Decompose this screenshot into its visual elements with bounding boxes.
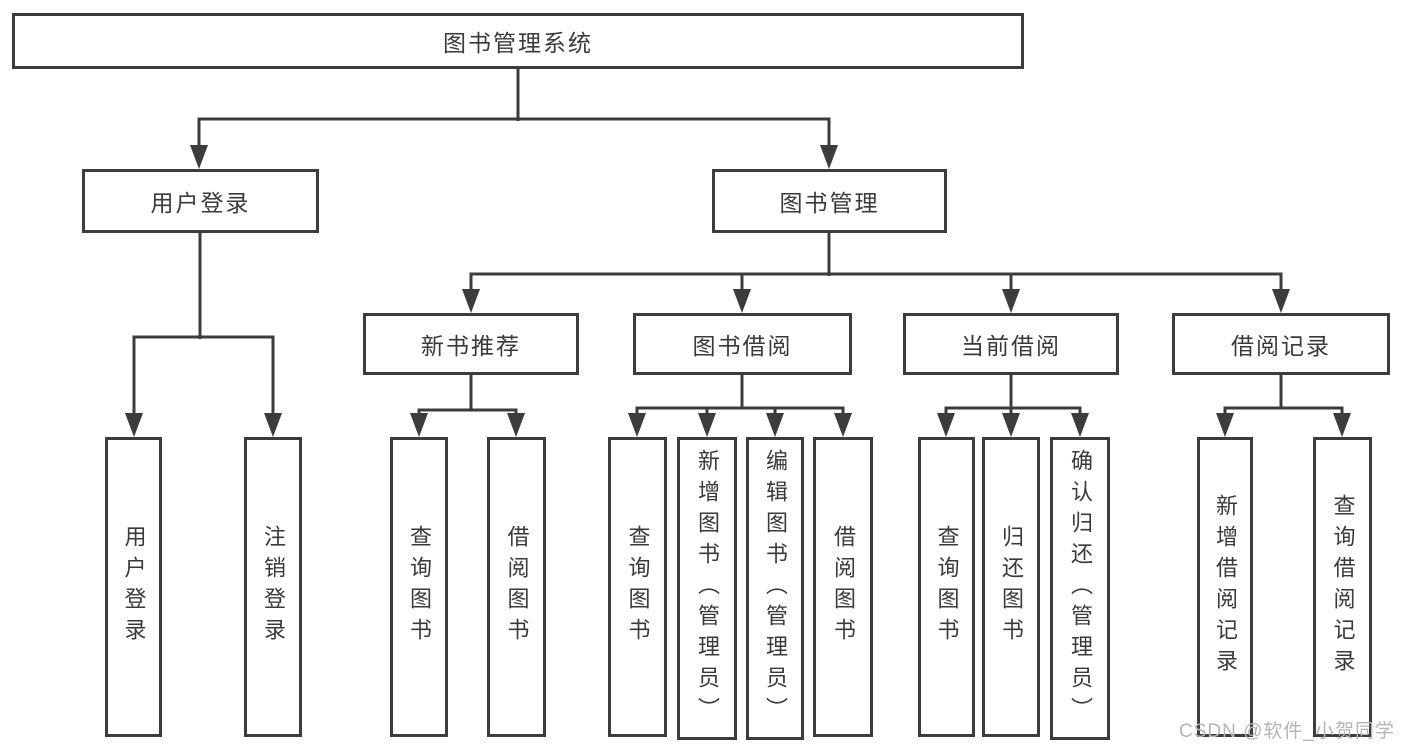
- connector-new-books: [417, 375, 518, 418]
- leaf-records-add-record: 新增借阅记录: [1197, 437, 1253, 737]
- leaf-user-login-label: 用户登录: [121, 525, 147, 649]
- leaf-logout-label: 注销登录: [261, 525, 286, 649]
- node-book-borrow: 图书借阅: [633, 313, 852, 375]
- leaf-borrow-add-book-admin-label: 新增图书（管理员）: [695, 449, 720, 728]
- leaf-current-query-books: 查询图书: [918, 437, 975, 737]
- node-new-books-label: 新书推荐: [421, 333, 521, 359]
- connector-current-borrow: [944, 375, 1082, 418]
- node-book-mgmt-label: 图书管理: [779, 190, 880, 216]
- leaf-current-return-books-label: 归还图书: [999, 525, 1024, 649]
- node-borrow-records: 借阅记录: [1172, 313, 1390, 375]
- leaf-current-return-books: 归还图书: [982, 437, 1040, 737]
- leaf-current-confirm-return-admin-label: 确认归还（管理员）: [1068, 449, 1093, 728]
- leaf-records-query-record-label: 查询借阅记录: [1330, 494, 1356, 680]
- connector-book-borrow: [635, 375, 845, 418]
- leaf-borrow-edit-book-admin-label: 编辑图书（管理员）: [763, 449, 788, 728]
- leaf-records-query-record: 查询借阅记录: [1313, 437, 1372, 737]
- leaf-newbooks-borrow-books: 借阅图书: [487, 437, 546, 737]
- node-borrow-records-label: 借阅记录: [1231, 333, 1331, 359]
- node-book-mgmt: 图书管理: [712, 169, 947, 233]
- leaf-newbooks-borrow-books-label: 借阅图书: [504, 525, 530, 649]
- csdn-watermark: CSDN @软件_小贺同学: [1179, 721, 1395, 742]
- leaf-current-confirm-return-admin: 确认归还（管理员）: [1050, 437, 1110, 740]
- connector-book-mgmt: [469, 233, 1283, 294]
- connector-user-login: [132, 233, 275, 418]
- node-current-borrow-label: 当前借阅: [961, 333, 1061, 359]
- leaf-logout: 注销登录: [244, 437, 302, 737]
- leaf-borrow-query-books-label: 查询图书: [625, 525, 651, 649]
- leaf-records-add-record-label: 新增借阅记录: [1213, 494, 1238, 680]
- leaf-borrow-borrow-books-label: 借阅图书: [831, 525, 856, 649]
- node-new-books: 新书推荐: [363, 313, 579, 375]
- leaf-borrow-borrow-books: 借阅图书: [813, 437, 873, 737]
- node-root-label: 图书管理系统: [443, 30, 593, 56]
- leaf-newbooks-query-books-label: 查询图书: [407, 525, 432, 649]
- connector-root: [197, 69, 831, 150]
- connector-borrow-records: [1223, 375, 1344, 418]
- leaf-user-login: 用户登录: [105, 437, 162, 737]
- leaf-borrow-edit-book-admin: 编辑图书（管理员）: [746, 437, 804, 740]
- node-current-borrow: 当前借阅: [903, 313, 1119, 375]
- leaf-borrow-query-books: 查询图书: [608, 437, 667, 737]
- node-book-borrow-label: 图书借阅: [692, 333, 793, 359]
- node-user-login: 用户登录: [82, 169, 319, 233]
- node-root-system: 图书管理系统: [12, 13, 1024, 69]
- leaf-borrow-add-book-admin: 新增图书（管理员）: [677, 437, 737, 740]
- node-user-login-label: 用户登录: [150, 190, 251, 216]
- leaf-newbooks-query-books: 查询图书: [390, 437, 448, 737]
- leaf-current-query-books-label: 查询图书: [934, 525, 960, 649]
